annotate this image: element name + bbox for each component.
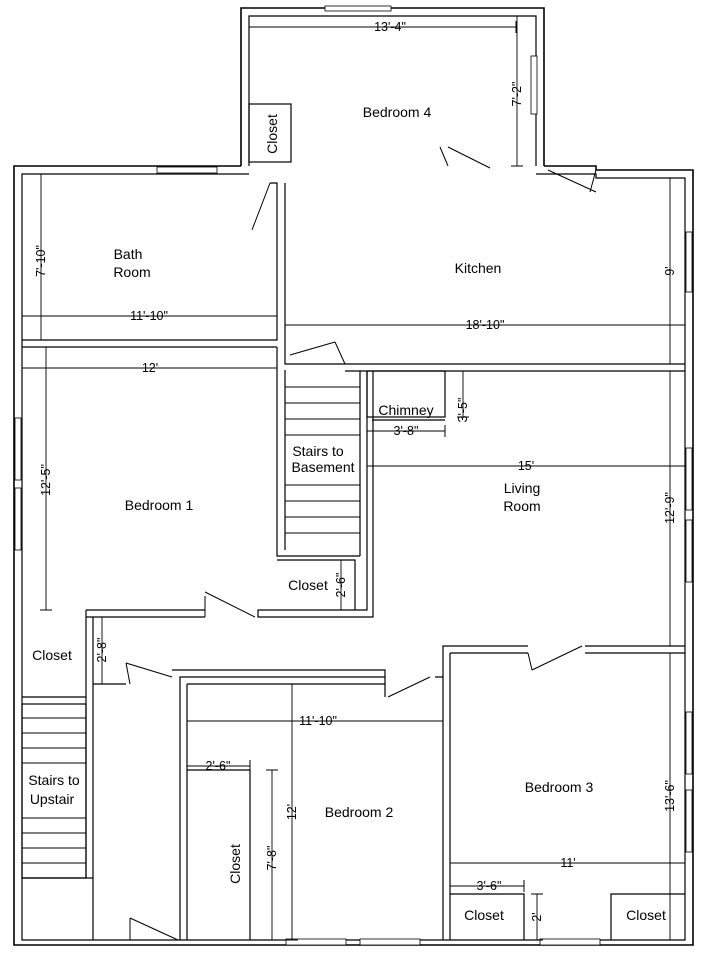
outer-walls <box>13 165 694 946</box>
bedroom-2-label: Bedroom 2 <box>325 804 394 820</box>
stairs-treads <box>22 386 360 864</box>
window <box>14 487 22 551</box>
bedroom-3-closet-right-label: Closet <box>626 907 666 923</box>
kitchen-label: Kitchen <box>455 260 502 276</box>
dim-hall-height: 2'-8" <box>95 638 109 663</box>
window <box>685 789 693 853</box>
dimension-labels: 13'-4" 7'-2" 7'-10" 11'-10" 18'-10" 9' 1… <box>34 20 677 922</box>
chimney-label: Chimney <box>378 402 433 418</box>
dim-b3-closet-height: 2' <box>530 912 544 921</box>
dim-b2-height: 12' <box>285 804 299 820</box>
window <box>685 519 693 583</box>
dim-closet-mid-height: 2'-6" <box>334 573 348 598</box>
window <box>324 5 392 12</box>
dim-b3-height: 13'-6" <box>663 780 677 812</box>
dim-b2-width: 11'-10" <box>299 714 337 728</box>
stairs-basement-label-line1: Stairs to <box>292 443 344 459</box>
stairs-upstair-label-line1: Stairs to <box>28 772 80 788</box>
window <box>285 938 347 946</box>
window <box>156 166 218 174</box>
dim-b4-height: 7'-2" <box>510 82 524 107</box>
dim-b4-width: 13'-4" <box>374 20 406 34</box>
chimney-box <box>366 370 446 418</box>
bedroom-3-closet-left-label: Closet <box>464 907 504 923</box>
room-labels: Bedroom 4 Closet Kitchen Bath Room Bedro… <box>28 104 666 923</box>
dim-chimney-width: 3'-8" <box>394 424 419 438</box>
dim-b1-width: 12' <box>142 361 158 375</box>
dim-bath-height: 7'-10" <box>34 245 48 277</box>
window <box>359 938 421 946</box>
window <box>685 231 693 293</box>
doors <box>125 146 597 941</box>
dim-living-height: 12'-9" <box>663 492 677 524</box>
bedroom-2-closet-label: Closet <box>227 844 243 884</box>
living-room-label-line1: Living <box>504 480 541 496</box>
window <box>539 938 601 946</box>
dim-b2-closet-height: 7'-8" <box>265 846 279 871</box>
window <box>14 417 22 481</box>
bath-room-label-line2: Room <box>113 264 150 280</box>
bedroom-4-closet-label: Closet <box>264 114 280 154</box>
dim-b3-width: 11' <box>560 856 575 870</box>
dim-kitchen-width: 18'-10" <box>466 318 505 332</box>
closet-left-label: Closet <box>32 647 72 663</box>
bedroom-3-label: Bedroom 3 <box>525 779 594 795</box>
stairs-basement-label-line2: Basement <box>291 459 354 475</box>
dim-bath-width: 11'-10" <box>130 309 168 323</box>
bedroom-1-label: Bedroom 1 <box>125 497 194 513</box>
window <box>685 447 693 511</box>
dim-b1-height: 12'-5" <box>39 464 53 496</box>
dim-chimney-height: 3'-5" <box>456 398 470 423</box>
dim-b3-closet-width: 3'-6" <box>477 879 502 893</box>
bath-room-label-line1: Bath <box>114 246 143 262</box>
dim-kitchen-height: 9' <box>663 266 677 275</box>
window <box>685 711 693 775</box>
closet-mid-label: Closet <box>288 577 328 593</box>
bedroom-4-closet <box>248 103 292 163</box>
bedroom-4-walls <box>240 5 545 166</box>
dimension-lines <box>21 15 686 941</box>
living-room-label-line2: Room <box>503 498 540 514</box>
bedroom-4-label: Bedroom 4 <box>363 104 432 120</box>
stairs-upstair-label-line2: Upstair <box>30 791 75 807</box>
window <box>530 55 538 115</box>
dim-b2-closet-width: 2'-6" <box>206 759 231 773</box>
interior-walls <box>21 182 685 940</box>
dim-living-width: 15' <box>518 459 534 473</box>
